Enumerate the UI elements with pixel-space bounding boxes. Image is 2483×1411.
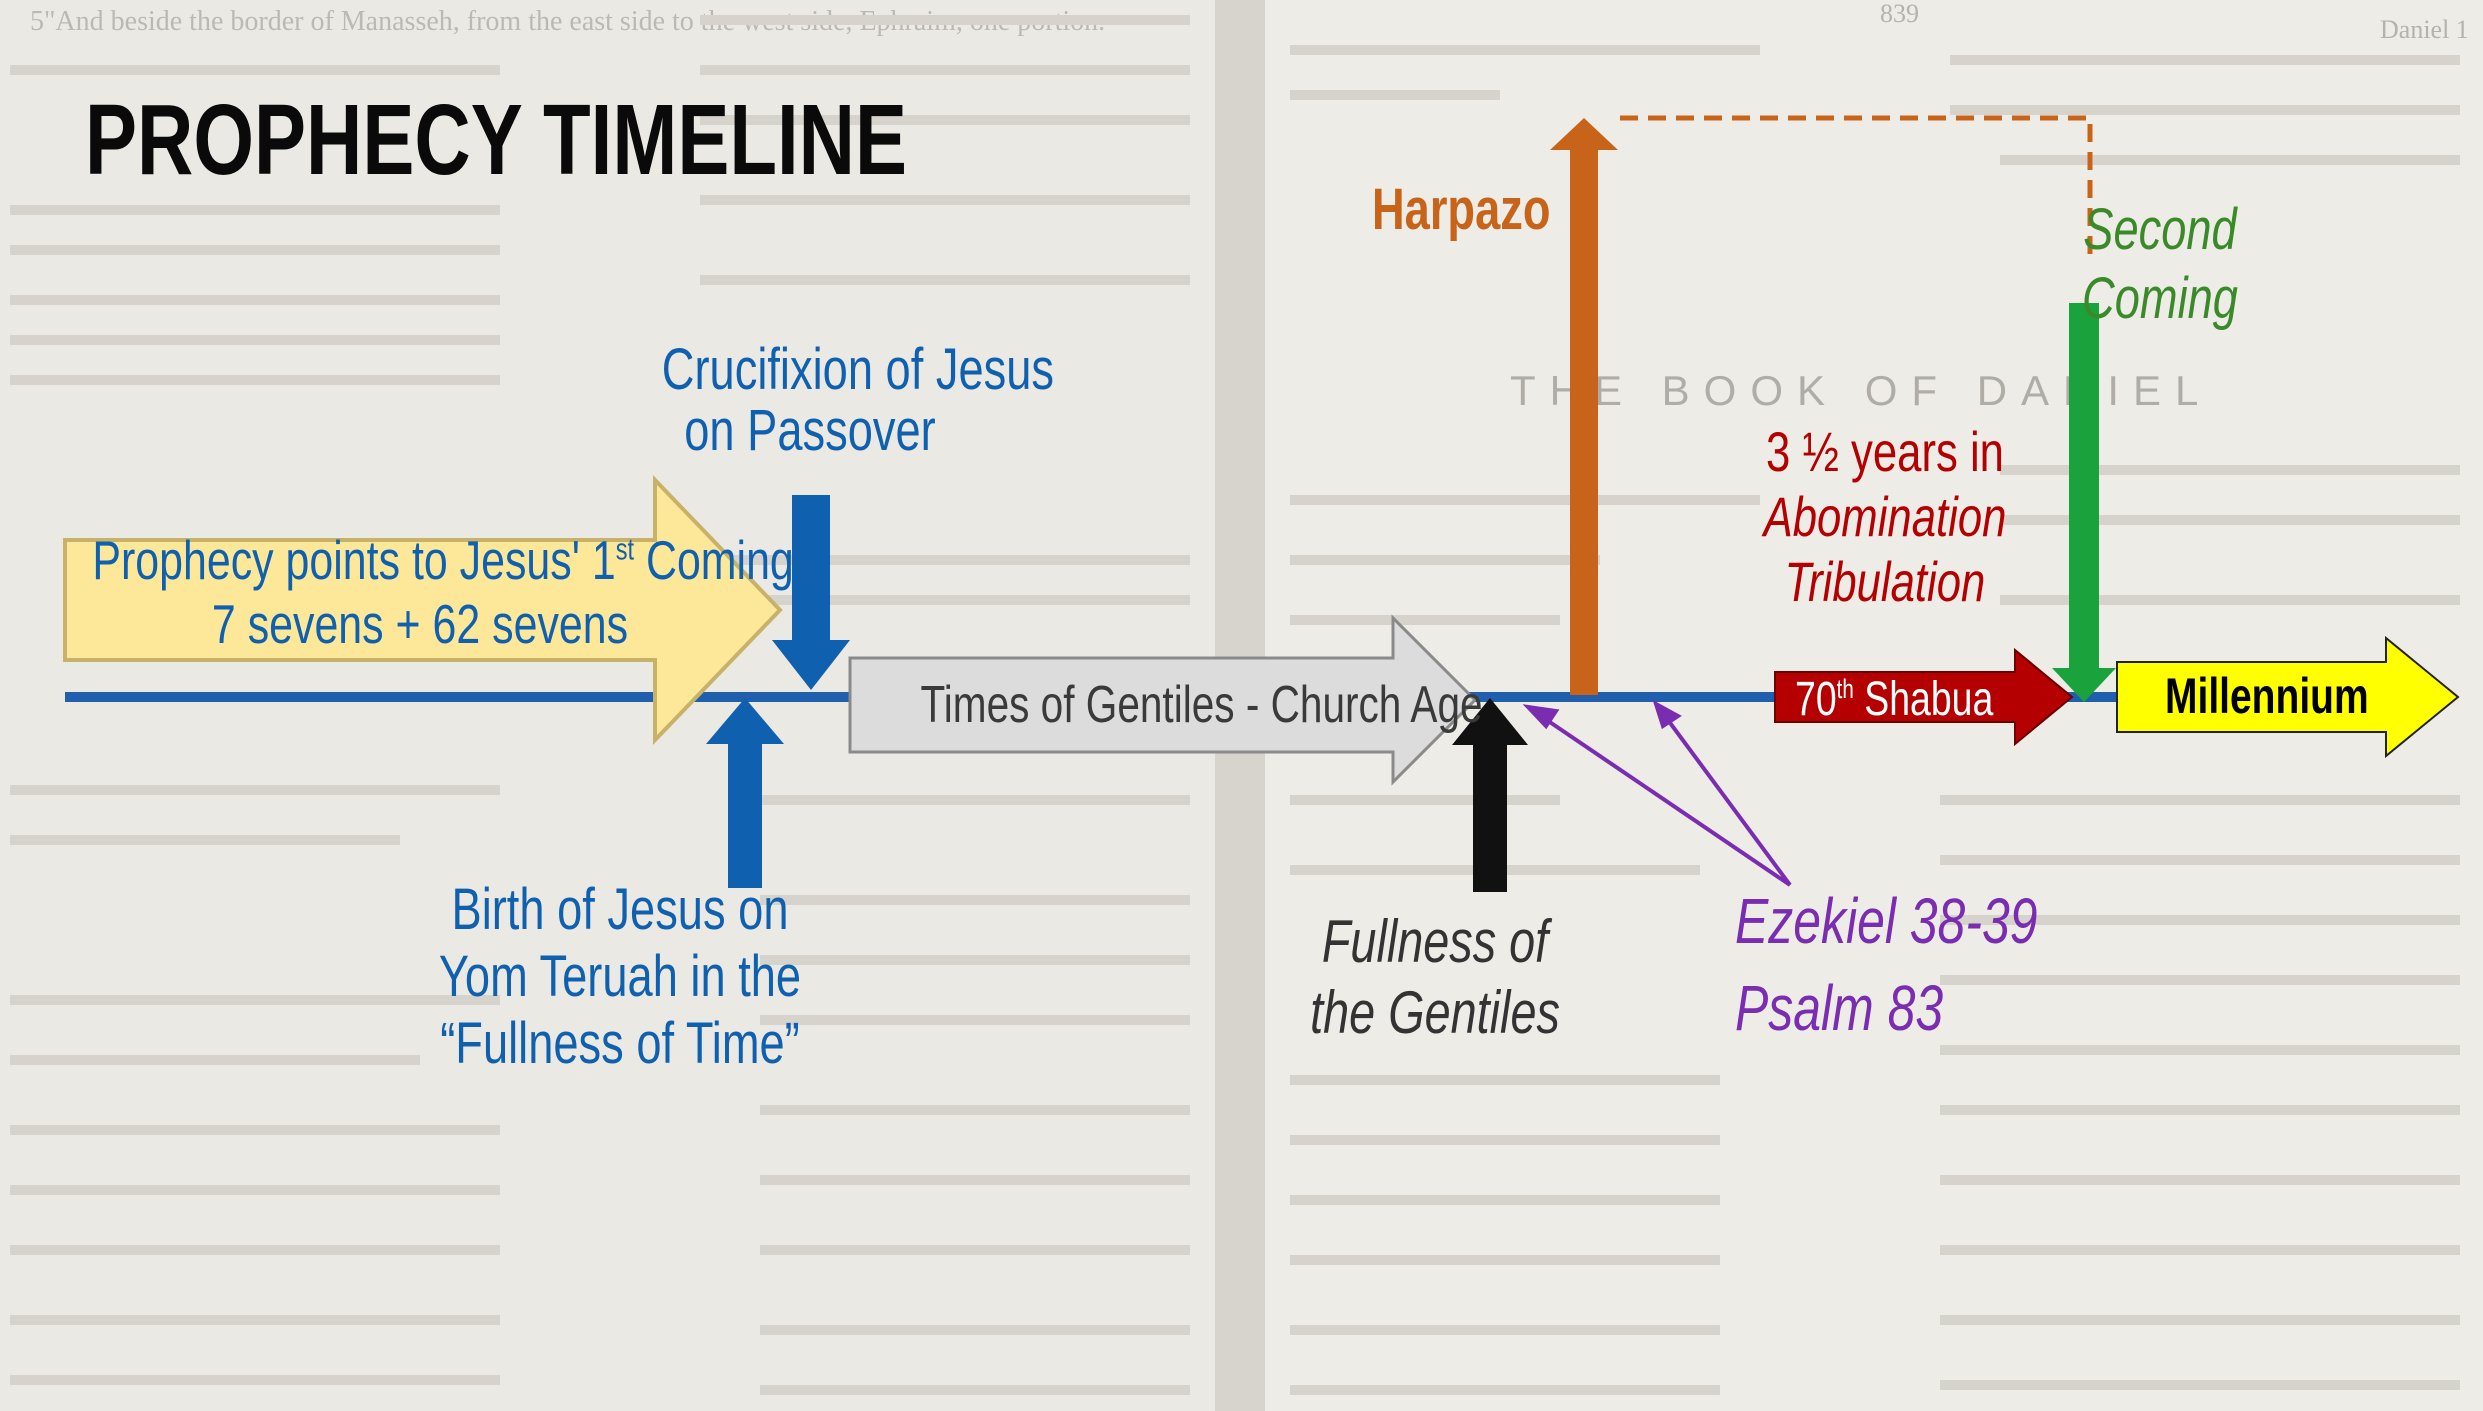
prophecy-label: Prophecy points to Jesus' 1st Coming 7 s… — [92, 529, 794, 655]
crucifixion-line-1: Crucifixion of Jesus — [661, 337, 1055, 402]
church-age-arrow — [848, 614, 1478, 786]
shabua-arrow — [1774, 647, 2074, 747]
ezekiel-pointer-arrows — [1522, 699, 1792, 887]
shabua-label: 70th Shabua — [1795, 673, 1994, 726]
ezekiel-label: Ezekiel 38-39 — [1735, 885, 2038, 957]
birth-line-3: “Fullness of Time” — [440, 1010, 800, 1076]
second-coming-label: Second Coming — [2074, 197, 2246, 331]
crucifixion-label: Crucifixion of Jesus on Passover — [661, 337, 1055, 463]
crucifixion-line-2: on Passover — [684, 397, 936, 463]
tribulation-line-2: Abomination — [1763, 484, 2007, 548]
fullness-up-arrow — [1452, 698, 1528, 892]
fullness-label: Fullness of the Gentiles — [1306, 910, 1563, 1044]
tribulation-line-1: 3 ½ years in — [1766, 420, 2004, 483]
millennium-label: Millennium — [2165, 668, 2369, 724]
second-coming-line-1: Second — [2083, 197, 2237, 262]
book-header-text: Daniel 1 — [2380, 15, 2469, 44]
birth-label: Birth of Jesus on Yom Teruah in the “Ful… — [433, 877, 807, 1076]
prophecy-arrow — [63, 475, 783, 745]
tribulation-line-3: Tribulation — [1784, 549, 1986, 613]
book-title-text: THE BOOK OF DANIEL — [1510, 367, 2212, 414]
fullness-line-1: Fullness of — [1321, 908, 1549, 975]
psalm-label: Psalm 83 — [1735, 972, 1944, 1044]
harpazo-dashed-path — [1620, 115, 2093, 260]
church-age-label: Times of Gentiles - Church Age — [920, 676, 1483, 734]
second-coming-arrow — [2052, 303, 2116, 702]
birth-line-1: Birth of Jesus on — [451, 877, 789, 942]
harpazo-label: Harpazo — [1372, 177, 1551, 242]
page-number-text: 839 — [1880, 0, 1919, 28]
prophecy-line-1: Prophecy points to Jesus' 1st Coming — [92, 529, 794, 591]
tribulation-label: 3 ½ years in Abomination Tribulation — [1741, 420, 2030, 613]
birth-up-arrow — [706, 698, 784, 888]
birth-line-2: Yom Teruah in the — [438, 943, 802, 1009]
prophecy-line-2: 7 sevens + 62 sevens — [211, 592, 629, 655]
second-coming-line-2: Coming — [2082, 265, 2238, 331]
page-title: PROPHECY TIMELINE — [85, 84, 908, 196]
crucifixion-down-arrow — [772, 495, 850, 690]
harpazo-arrow — [1550, 118, 1618, 695]
fullness-line-2: the Gentiles — [1310, 979, 1560, 1046]
millennium-arrow — [2116, 635, 2460, 759]
